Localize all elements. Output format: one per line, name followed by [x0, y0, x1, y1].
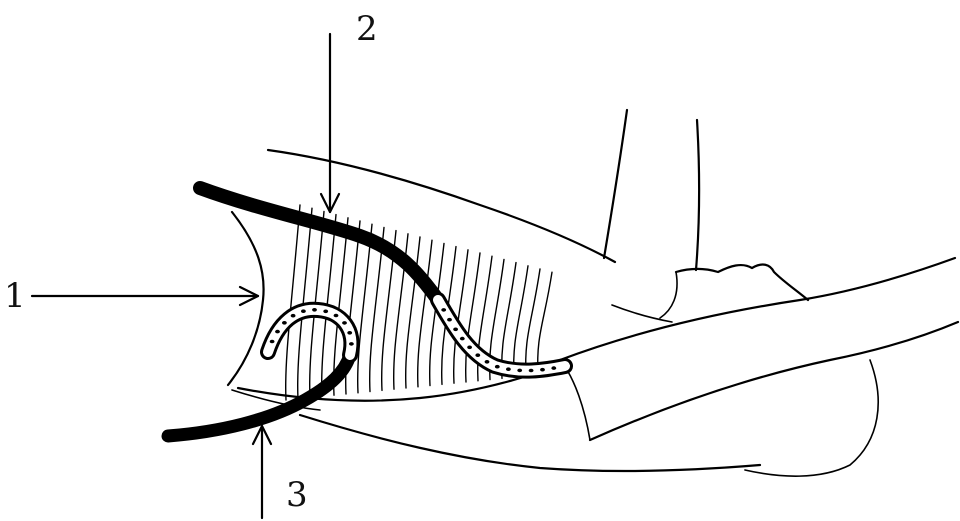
- chin-line: [660, 272, 677, 318]
- perforation-dot: [447, 318, 452, 322]
- hip-curve: [745, 360, 878, 476]
- perforation-dot: [467, 346, 472, 350]
- torso-lower-contour: [238, 372, 540, 401]
- perforation-dot: [347, 331, 352, 335]
- perforation-dot: [529, 369, 534, 373]
- raised-arm-back: [604, 110, 627, 258]
- perforation-dot: [551, 366, 556, 370]
- label-1: 1: [4, 279, 26, 313]
- neck-line: [612, 305, 672, 322]
- head-profile: [676, 265, 808, 300]
- perforation-dot: [475, 353, 480, 357]
- perforation-dot: [349, 342, 354, 346]
- drain-tube: [168, 308, 354, 436]
- perforation-dot: [270, 340, 275, 344]
- perforation-dot: [495, 365, 500, 369]
- perforation-dot: [334, 314, 339, 318]
- perforation-dot: [291, 314, 296, 318]
- pointer-arrows: [32, 34, 339, 518]
- perforation-dot: [282, 321, 287, 325]
- perforation-dot: [506, 367, 511, 371]
- perforation-dot: [301, 309, 306, 313]
- rib-line: [538, 272, 552, 375]
- back-contour: [300, 415, 760, 471]
- perforation-dot: [453, 328, 458, 332]
- perforation-dot: [323, 310, 328, 314]
- perforation-dot: [485, 360, 490, 364]
- patient-body: [228, 110, 958, 476]
- perforation-dot: [275, 330, 280, 334]
- raised-arm-front: [696, 120, 699, 270]
- label-3: 3: [286, 478, 308, 512]
- perforation-dot: [441, 308, 446, 312]
- label-2: 2: [356, 12, 378, 46]
- perforation-dot: [342, 321, 347, 325]
- perforation-dot: [460, 337, 465, 341]
- torso-upper-contour: [268, 150, 615, 262]
- perforation-dot: [540, 368, 545, 372]
- perforation-dot: [517, 369, 522, 373]
- perforation-dot: [312, 308, 317, 312]
- arm-lower-contour: [590, 322, 958, 440]
- incision-edge: [228, 212, 264, 385]
